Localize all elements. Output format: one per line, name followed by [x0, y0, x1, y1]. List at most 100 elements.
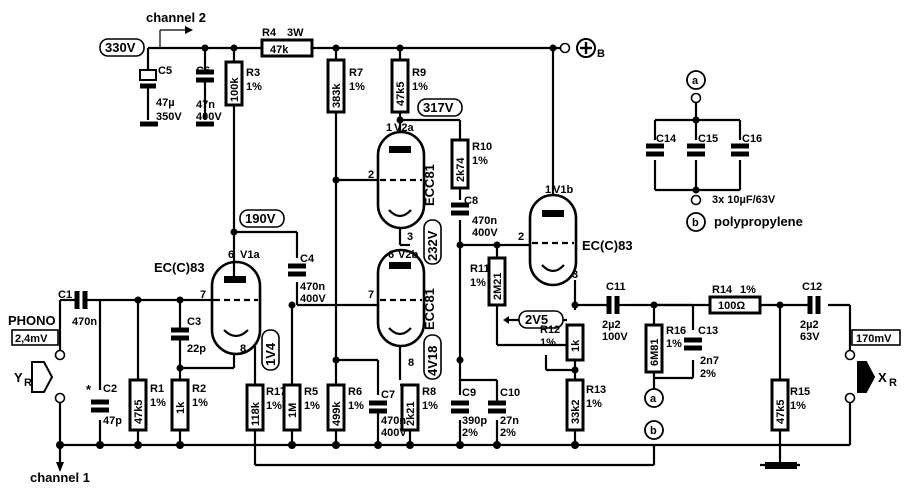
svg-text:C3: C3 [187, 316, 201, 328]
svg-text:63V: 63V [800, 331, 820, 343]
svg-text:47p: 47p [103, 415, 122, 427]
svg-text:499k: 499k [331, 401, 343, 426]
svg-text:47k5: 47k5 [775, 400, 787, 424]
svg-text:EC(C)83: EC(C)83 [582, 238, 633, 253]
svg-text:R6: R6 [348, 386, 362, 398]
svg-text:1%: 1% [790, 400, 806, 412]
svg-text:R11: R11 [470, 263, 490, 275]
svg-text:R14: R14 [712, 284, 733, 296]
node-markers: a b a b [644, 70, 706, 440]
resistors [128, 38, 790, 432]
voltage-190: 190V [245, 211, 276, 226]
svg-text:1%: 1% [412, 81, 428, 93]
yr-label: Y [14, 370, 23, 385]
input-terminal-ground [54, 392, 66, 404]
capacitor-c5 [139, 69, 157, 81]
polypropylene-label: polypropylene [714, 214, 803, 229]
svg-text:470n: 470n [472, 215, 497, 227]
svg-text:47k: 47k [270, 44, 289, 56]
svg-text:47k5: 47k5 [395, 82, 407, 106]
plus-b-label: B [597, 48, 605, 60]
svg-text:R1: R1 [150, 383, 164, 395]
svg-text:1%: 1% [150, 397, 166, 409]
svg-text:1%: 1% [246, 81, 262, 93]
input-level: 2,4mV [15, 333, 48, 345]
svg-text:1%: 1% [266, 400, 282, 412]
junctions [56, 44, 784, 449]
svg-text:C4: C4 [300, 253, 315, 265]
svg-text:2n7: 2n7 [700, 355, 719, 367]
labels: channel 2 channel 1 PHONO Y R X R B poly… [8, 10, 897, 485]
resistor-r1 [128, 378, 148, 432]
svg-text:R: R [889, 377, 897, 389]
svg-text:47µ: 47µ [156, 97, 175, 109]
svg-text:1%: 1% [348, 400, 364, 412]
svg-text:2%: 2% [700, 368, 716, 380]
tube-v1a [210, 260, 262, 356]
svg-text:C12: C12 [802, 281, 822, 293]
svg-text:C9: C9 [462, 387, 476, 399]
svg-text:R9: R9 [412, 67, 426, 79]
svg-text:1%: 1% [740, 284, 756, 296]
svg-text:1%: 1% [666, 338, 682, 350]
svg-text:C13: C13 [698, 325, 718, 337]
svg-text:V2a: V2a [394, 122, 414, 134]
svg-text:2%: 2% [500, 427, 516, 439]
tubes [205, 130, 578, 356]
ground-icon [765, 462, 797, 469]
resistor-r8 [400, 383, 420, 432]
node-b-bottom [644, 420, 664, 440]
resistor-r3 [224, 60, 244, 107]
svg-text:R8: R8 [422, 386, 436, 398]
output-connector-icon [857, 361, 876, 393]
svg-text:27n: 27n [500, 415, 519, 427]
svg-text:2: 2 [368, 169, 374, 181]
resistor-r10 [450, 138, 470, 190]
svg-text:C16: C16 [742, 133, 762, 145]
svg-text:C6: C6 [196, 65, 210, 77]
voltage-4v18: 4V18 [425, 346, 440, 376]
svg-text:C10: C10 [500, 387, 520, 399]
svg-text:400V: 400V [381, 427, 407, 439]
svg-text:C14: C14 [656, 133, 677, 145]
svg-text:b: b [692, 217, 699, 229]
svg-text:7: 7 [200, 289, 206, 301]
svg-text:ECC81: ECC81 [422, 164, 437, 206]
svg-text:400V: 400V [196, 111, 222, 123]
svg-text:1k: 1k [175, 401, 187, 414]
svg-text:1k: 1k [570, 339, 582, 352]
svg-text:EC(C)83: EC(C)83 [154, 260, 205, 275]
input-terminal-hot [54, 349, 66, 361]
resistor-r12 [565, 323, 585, 362]
resistor-r13 [565, 378, 585, 432]
capacitors [74, 69, 821, 420]
svg-text:390p: 390p [462, 415, 487, 427]
resistor-r9 [390, 58, 410, 114]
svg-text:2µ2: 2µ2 [800, 319, 819, 331]
resistor-r15 [770, 378, 790, 432]
svg-text:R4: R4 [262, 27, 277, 39]
svg-text:3W: 3W [287, 27, 304, 39]
output-level: 170mV [856, 333, 892, 345]
output-terminal-hot [844, 349, 856, 361]
cap-bank-label: 3x 10µF/63V [712, 194, 776, 206]
resistor-r11 [487, 256, 507, 307]
svg-text:1%: 1% [422, 400, 438, 412]
svg-text:2k21: 2k21 [405, 402, 417, 426]
tube-v1b [528, 193, 578, 287]
svg-text:V1a: V1a [240, 249, 260, 261]
channel2-label: channel 2 [146, 10, 206, 25]
node-a-bottom [644, 388, 664, 408]
voltage-2v5: 2V5 [525, 312, 548, 327]
voltage-330: 330V [105, 40, 136, 55]
svg-text:V1b: V1b [553, 184, 573, 196]
svg-text:a: a [650, 393, 657, 405]
svg-text:8: 8 [240, 343, 246, 355]
svg-text:7: 7 [368, 289, 374, 301]
svg-text:47k5: 47k5 [133, 400, 145, 424]
svg-text:470n: 470n [300, 281, 325, 293]
resistor-labels: 47k R4 3W 100k R3 1% 383k R7 1% 47k5 R9 … [133, 27, 810, 426]
node-a-top [686, 70, 706, 90]
